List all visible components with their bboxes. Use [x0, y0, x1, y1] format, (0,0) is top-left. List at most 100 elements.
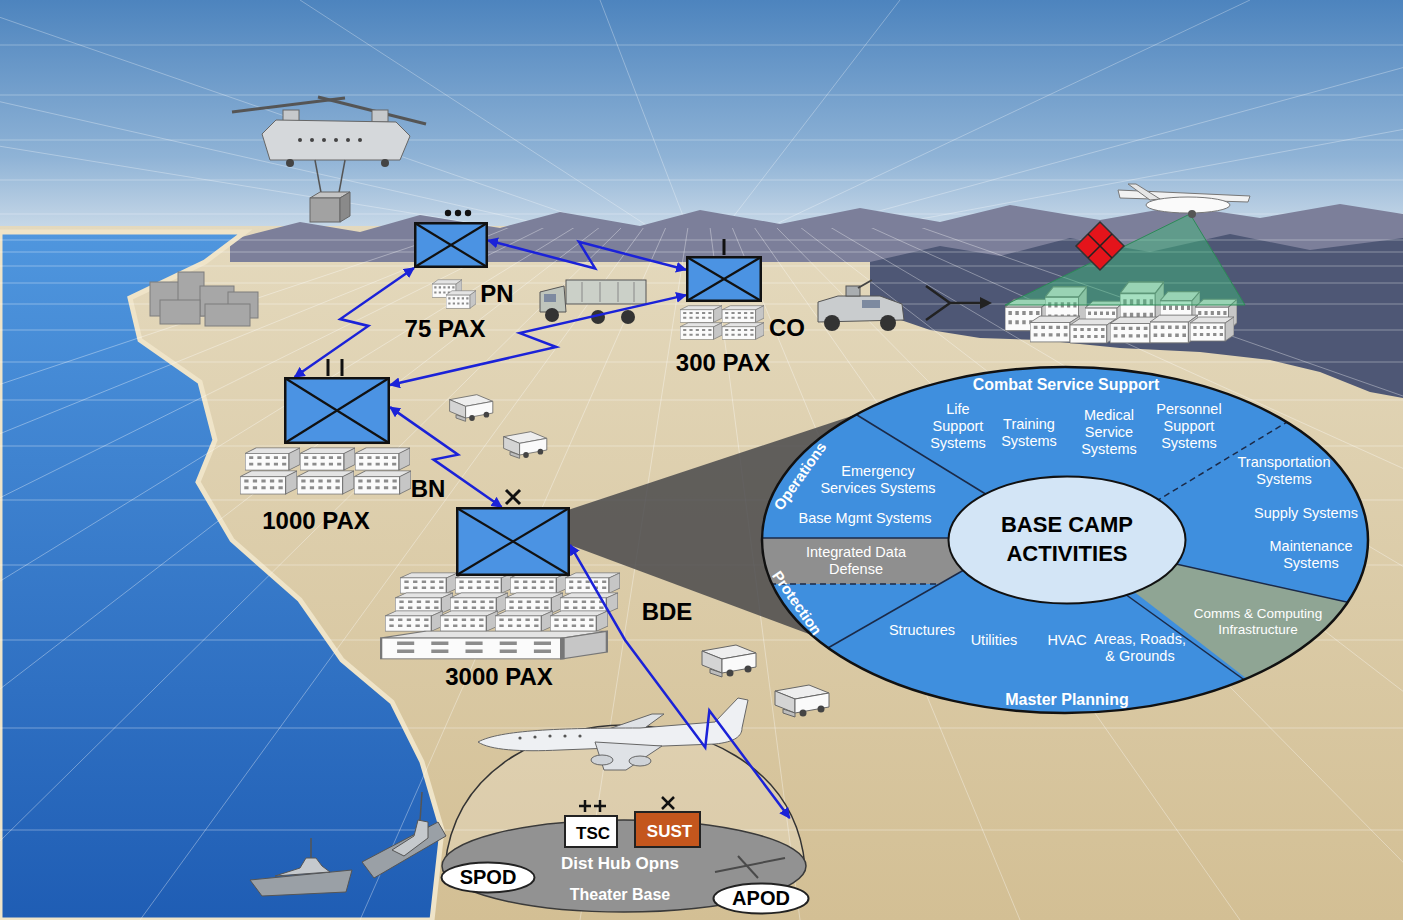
attack-arrow — [950, 302, 982, 305]
ships — [275, 858, 330, 876]
echelon-marks — [445, 210, 451, 216]
unit-cross — [285, 378, 389, 443]
sea — [0, 232, 442, 920]
transport-plane — [591, 755, 613, 765]
node-label: Dist Hub Opns — [561, 854, 679, 874]
node-label: Training Systems — [994, 416, 1064, 450]
perspective-grid — [700, 228, 1403, 920]
node-label: BASE CAMP ACTIVITIES — [967, 511, 1167, 568]
echelon-marks — [506, 490, 520, 504]
camp-buildings — [550, 611, 608, 631]
camp-buildings — [380, 631, 608, 659]
humvee — [862, 300, 880, 308]
camp-buildings — [355, 448, 410, 470]
attack-arrow — [926, 286, 950, 320]
helicopter — [298, 138, 362, 142]
camp-buildings — [560, 593, 618, 613]
echelon-marks — [327, 359, 330, 376]
supply-trucks — [702, 645, 756, 677]
unit-symbol: BDE3000 PAX — [456, 507, 570, 576]
humvee — [818, 280, 904, 331]
drone — [1128, 184, 1160, 200]
node-label: APOD — [732, 887, 790, 910]
unit-frame — [457, 508, 569, 575]
node-label: 1000 PAX — [262, 507, 370, 535]
helicopter — [318, 97, 426, 124]
unit-cross — [415, 223, 487, 267]
port-oval: APOD — [712, 882, 810, 915]
ships — [310, 838, 312, 858]
transport-plane — [578, 734, 581, 737]
theater-base: Dist Hub OpnsTheater BaseTSCSUSTSPODAPOD — [440, 818, 808, 914]
perspective-grid — [0, 228, 700, 920]
sector-line — [1130, 390, 1340, 517]
node-label: PN — [480, 280, 513, 308]
camp-buildings — [565, 573, 620, 593]
camp-buildings — [446, 291, 476, 309]
sky — [0, 45, 1403, 46]
node-label: Supply Systems — [1254, 505, 1358, 522]
humvee — [858, 280, 872, 288]
sky — [0, 95, 1403, 96]
base-camp-ellipse: Combat Service SupportLife Support Syste… — [760, 365, 1370, 715]
node-label: Areas, Roads, & Grounds — [1090, 631, 1190, 665]
unit-frame — [415, 223, 487, 267]
helicopter — [310, 138, 314, 142]
node-label: Transportation Systems — [1229, 454, 1339, 488]
echelon-marks — [465, 210, 471, 216]
node-label: BN — [411, 475, 446, 503]
node-label: Personnel Support Systems — [1151, 401, 1227, 452]
city — [1190, 317, 1234, 341]
ships — [250, 792, 446, 896]
echelon-marks — [723, 239, 726, 255]
node-label: 3000 PAX — [445, 663, 553, 691]
helicopter — [298, 138, 302, 142]
echelon-marks — [341, 359, 344, 376]
perspective-grid — [0, 228, 700, 920]
protection-band — [700, 538, 990, 584]
cargo-truck — [591, 310, 605, 324]
runway — [738, 856, 758, 878]
camp-buildings — [505, 593, 563, 613]
unit-cross — [457, 508, 569, 575]
perspective-grid — [700, 228, 1403, 920]
echelon-marks — [599, 800, 602, 812]
unit-symbol-outline — [456, 507, 570, 576]
node-label: 75 PAX — [405, 315, 486, 343]
unit-symbol: CO300 PAX — [686, 256, 762, 302]
camp-buildings — [240, 471, 297, 494]
sky — [0, 140, 1403, 141]
transport-plane — [518, 736, 521, 739]
node-label: SPOD — [460, 866, 517, 889]
port-ellipse — [442, 863, 535, 893]
cargo-truck — [545, 308, 559, 322]
camp-buildings — [495, 611, 553, 631]
threat-symbol — [1088, 234, 1112, 258]
node-label: 300 PAX — [676, 349, 770, 377]
camp-outline — [762, 367, 1368, 713]
unit-frame — [285, 378, 389, 443]
lightning-link — [390, 295, 686, 385]
attack-arrow — [980, 297, 992, 309]
camp-sectors — [700, 367, 1400, 720]
helicopter — [322, 138, 326, 142]
transport-plane — [629, 756, 651, 766]
camp-buildings — [680, 306, 722, 323]
ruined-town — [205, 304, 250, 326]
unit-cross — [687, 257, 761, 301]
ships — [392, 820, 428, 856]
supply-trucks — [504, 432, 547, 459]
unit-cross — [285, 378, 389, 443]
drone — [1188, 210, 1196, 218]
sensor-cone — [1005, 214, 1245, 305]
sector-line — [700, 537, 990, 539]
activity-core: BASE CAMP ACTIVITIES — [947, 475, 1187, 605]
echelon-marks — [662, 797, 674, 809]
node-label: Master Planning — [1005, 691, 1129, 710]
unit-symbol-outline — [414, 222, 488, 268]
perspective-grid — [0, 228, 700, 920]
node-label: Maintenance Systems — [1261, 538, 1361, 572]
drone — [1146, 197, 1230, 213]
